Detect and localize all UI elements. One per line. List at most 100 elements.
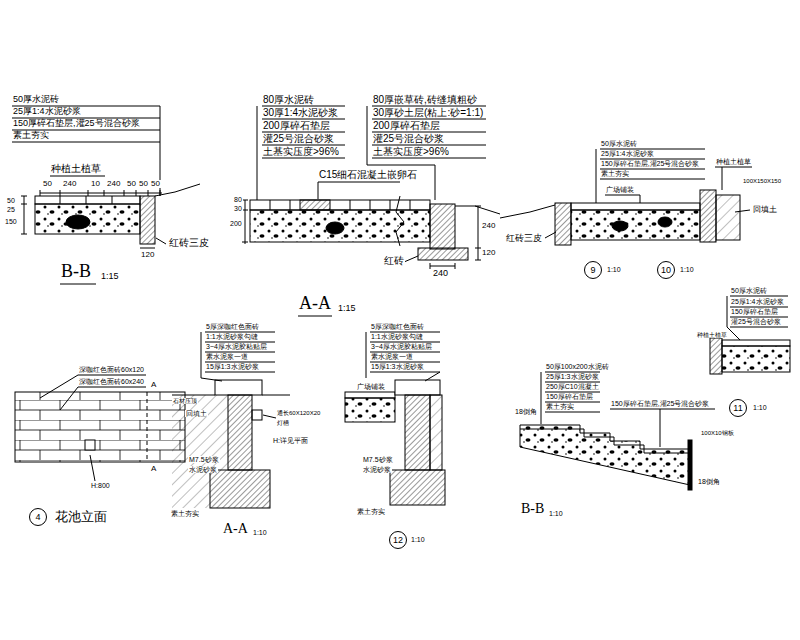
annotation-text: 50 (6, 197, 16, 204)
annotation-text: 50 (150, 180, 161, 188)
annotation-text: 120 (140, 251, 155, 259)
annotation-text: 通长60X120X20 (276, 410, 321, 416)
annotation-text: 灌25号混合砂浆 (372, 134, 445, 144)
annotation-text: 30 (233, 205, 243, 212)
annotation-text: H:详见平面 (272, 437, 309, 444)
section-title: B-B (60, 262, 92, 280)
annotation-text: 3~4厚水泥胶粘贴层 (205, 343, 268, 350)
annotation-text: 素土夯实 (170, 510, 200, 517)
annotation-text: 种植土植草 (715, 158, 752, 165)
callout-number: 4 (35, 513, 40, 522)
annotation-text: 素土夯实 (356, 508, 386, 515)
annotation-text: 25厚1:4水泥砂浆 (12, 107, 82, 116)
annotation-text: 花池立面 (54, 510, 108, 523)
annotation-text: 50厚水泥砖 (600, 140, 638, 147)
annotation-text: 50厚水泥砖 (12, 95, 60, 104)
annotation-text: 15厚1:3水泥砂浆 (370, 363, 425, 370)
annotation-text: 素土夯实 (12, 131, 50, 140)
annotation-text: 200厚碎石垫层 (372, 121, 441, 131)
annotation-text: 种植土植草 (696, 332, 728, 338)
section-title: A-A (222, 522, 249, 536)
annotation-text: 150厚碎石垫层 (545, 393, 594, 400)
annotation-text: 水泥砂浆 (362, 466, 392, 473)
detail-callout-circle: 12 (389, 531, 407, 549)
annotation-text: 灯槽 (276, 420, 290, 426)
annotation-text: 150 (4, 218, 18, 225)
detail-callout-circle: 9 (584, 261, 602, 279)
annotation-text: 1:1水泥砂浆勾缝 (205, 333, 259, 340)
annotation-text: 80 (233, 196, 243, 203)
annotation-text: 240 (432, 269, 449, 278)
annotation-text: 1:10 (410, 536, 426, 543)
annotation-text: 1:10 (252, 529, 268, 536)
annotation-text: 1:1水泥砂浆勾缝 (370, 333, 424, 340)
annotation-text: 素水泥浆一道 (370, 353, 414, 360)
annotation-text: 30厚1:4水泥砂浆 (262, 108, 339, 118)
annotation-text: 200厚碎石垫层 (262, 121, 331, 131)
annotation-text: A (150, 381, 157, 389)
callout-number: 12 (393, 536, 403, 545)
section-title: A-A (298, 294, 332, 312)
annotation-text: 120 (481, 249, 496, 257)
annotation-text: 灌25号混合砂浆 (730, 318, 782, 325)
annotation-text: 广场铺装 (605, 186, 635, 193)
annotation-text: 深咖红色面砖60x120 (78, 366, 145, 373)
annotation-text: 240 (481, 222, 496, 230)
annotation-text: 土基实压度>96% (372, 147, 450, 157)
section-title: B-B (520, 502, 545, 516)
annotation-text: 30厚砂土层(粘上:砂=1:1) (372, 108, 484, 118)
detail-callout-circle: 11 (729, 399, 747, 417)
annotation-text: 200 (229, 220, 243, 227)
annotation-text: 3~4厚水泥胶粘贴层 (370, 343, 433, 350)
annotation-text: 50 (126, 180, 137, 188)
annotation-text: 100X150X150 (742, 178, 782, 184)
annotation-text: 1:10 (679, 266, 695, 273)
annotation-text: 5厚深咖红色面砖 (205, 323, 260, 330)
annotation-text: H:800 (90, 482, 111, 489)
annotation-text: 100X10钢板 (700, 430, 735, 436)
annotation-text: 灌25号混合砂浆 (262, 134, 335, 144)
annotation-text: 25 (6, 206, 16, 213)
annotation-text: M7.5砂浆 (362, 456, 394, 463)
annotation-text: 50厚100x200水泥砖 (545, 363, 610, 370)
annotation-text: 水泥砂浆 (188, 466, 218, 473)
annotation-text: 80厚水泥砖 (262, 95, 315, 105)
annotation-text: 15厚1:3水泥砂浆 (205, 363, 260, 370)
annotation-text: 240 (106, 180, 121, 188)
annotation-text: 150厚碎石垫层,灌25号混合砂浆 (12, 119, 141, 128)
annotation-text: 种植土植草 (50, 164, 102, 174)
annotation-text: 150厚碎石垫层,灌25号混合砂浆 (600, 160, 700, 167)
annotation-text: C15细石混凝土嵌卵石 (318, 170, 418, 180)
annotation-text: 深咖红色面砖60x240 (78, 378, 145, 385)
callout-number: 9 (590, 266, 595, 275)
callout-number: 11 (733, 404, 742, 413)
annotation-text: 240 (62, 180, 77, 188)
callout-number: 10 (661, 266, 671, 275)
annotation-text: 素水泥浆一道 (205, 353, 249, 360)
annotation-text: 50厚水泥砖 (730, 287, 768, 294)
annotation-text: 80厚嵌草砖,砖缝填粗砂 (372, 95, 478, 105)
annotation-text: 25厚1:3水泥砂浆 (545, 373, 600, 380)
annotation-text: 1:15 (100, 272, 120, 281)
annotation-text: M7.5砂浆 (188, 456, 220, 463)
annotation-text: 5厚深咖红色面砖 (370, 323, 425, 330)
annotation-text: 红砖三皮 (168, 238, 210, 248)
annotation-text: 土基实压度>96% (262, 147, 340, 157)
annotation-text: 18倒角 (514, 408, 538, 415)
annotation-text: 50 (42, 180, 53, 188)
annotation-text: 石材压顶 (172, 398, 198, 404)
annotation-text: 回填土 (185, 410, 208, 417)
annotation-text: 回填土 (752, 206, 778, 214)
section-lines (12, 106, 790, 508)
annotation-text: A (150, 465, 157, 473)
annotation-text: 1:10 (752, 404, 768, 411)
annotation-text: 250厚C10混凝土 (545, 383, 600, 390)
annotation-text: 红砖三皮 (505, 234, 543, 243)
annotation-text: 广场铺装 (356, 383, 386, 390)
annotation-text: 素土夯实 (545, 403, 575, 410)
annotation-text: 红砖 (383, 256, 405, 266)
annotation-text: 50 (138, 180, 149, 188)
annotation-text: 10 (90, 180, 101, 188)
detail-callout-circle: 4 (29, 508, 47, 526)
annotation-text: 25厚1:4水泥砂浆 (730, 298, 785, 305)
